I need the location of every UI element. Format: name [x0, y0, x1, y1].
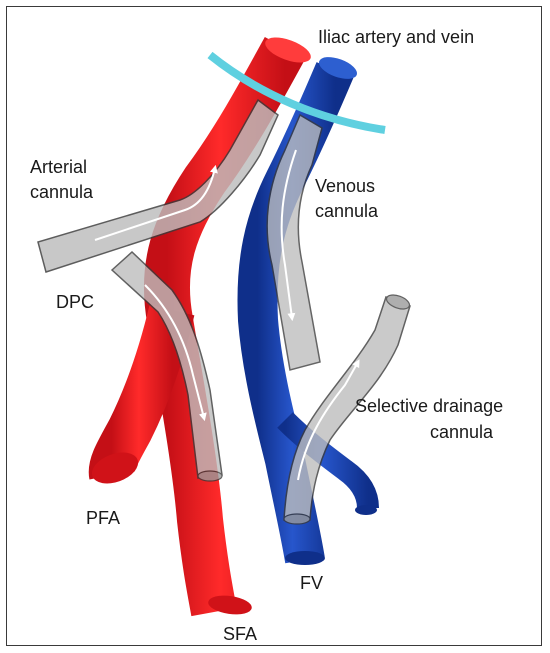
label-arterial-line2: cannula — [30, 182, 94, 202]
dpc-tip — [198, 471, 222, 481]
label-selective-line2: cannula — [430, 422, 494, 442]
label-iliac: Iliac artery and vein — [318, 27, 474, 47]
label-fv: FV — [300, 573, 323, 593]
label-sfa: SFA — [223, 624, 257, 644]
label-dpc: DPC — [56, 292, 94, 312]
fv-cap — [285, 551, 325, 565]
pfa-branch — [112, 310, 172, 475]
label-venous-line2: cannula — [315, 201, 379, 221]
label-arterial-line1: Arterial — [30, 157, 87, 177]
label-pfa: PFA — [86, 508, 120, 528]
label-selective-line1: Selective drainage — [355, 396, 503, 416]
selective-cannula-bottom-tip — [284, 514, 310, 524]
vein-tributary-cap — [355, 505, 377, 515]
label-venous-line1: Venous — [315, 176, 375, 196]
